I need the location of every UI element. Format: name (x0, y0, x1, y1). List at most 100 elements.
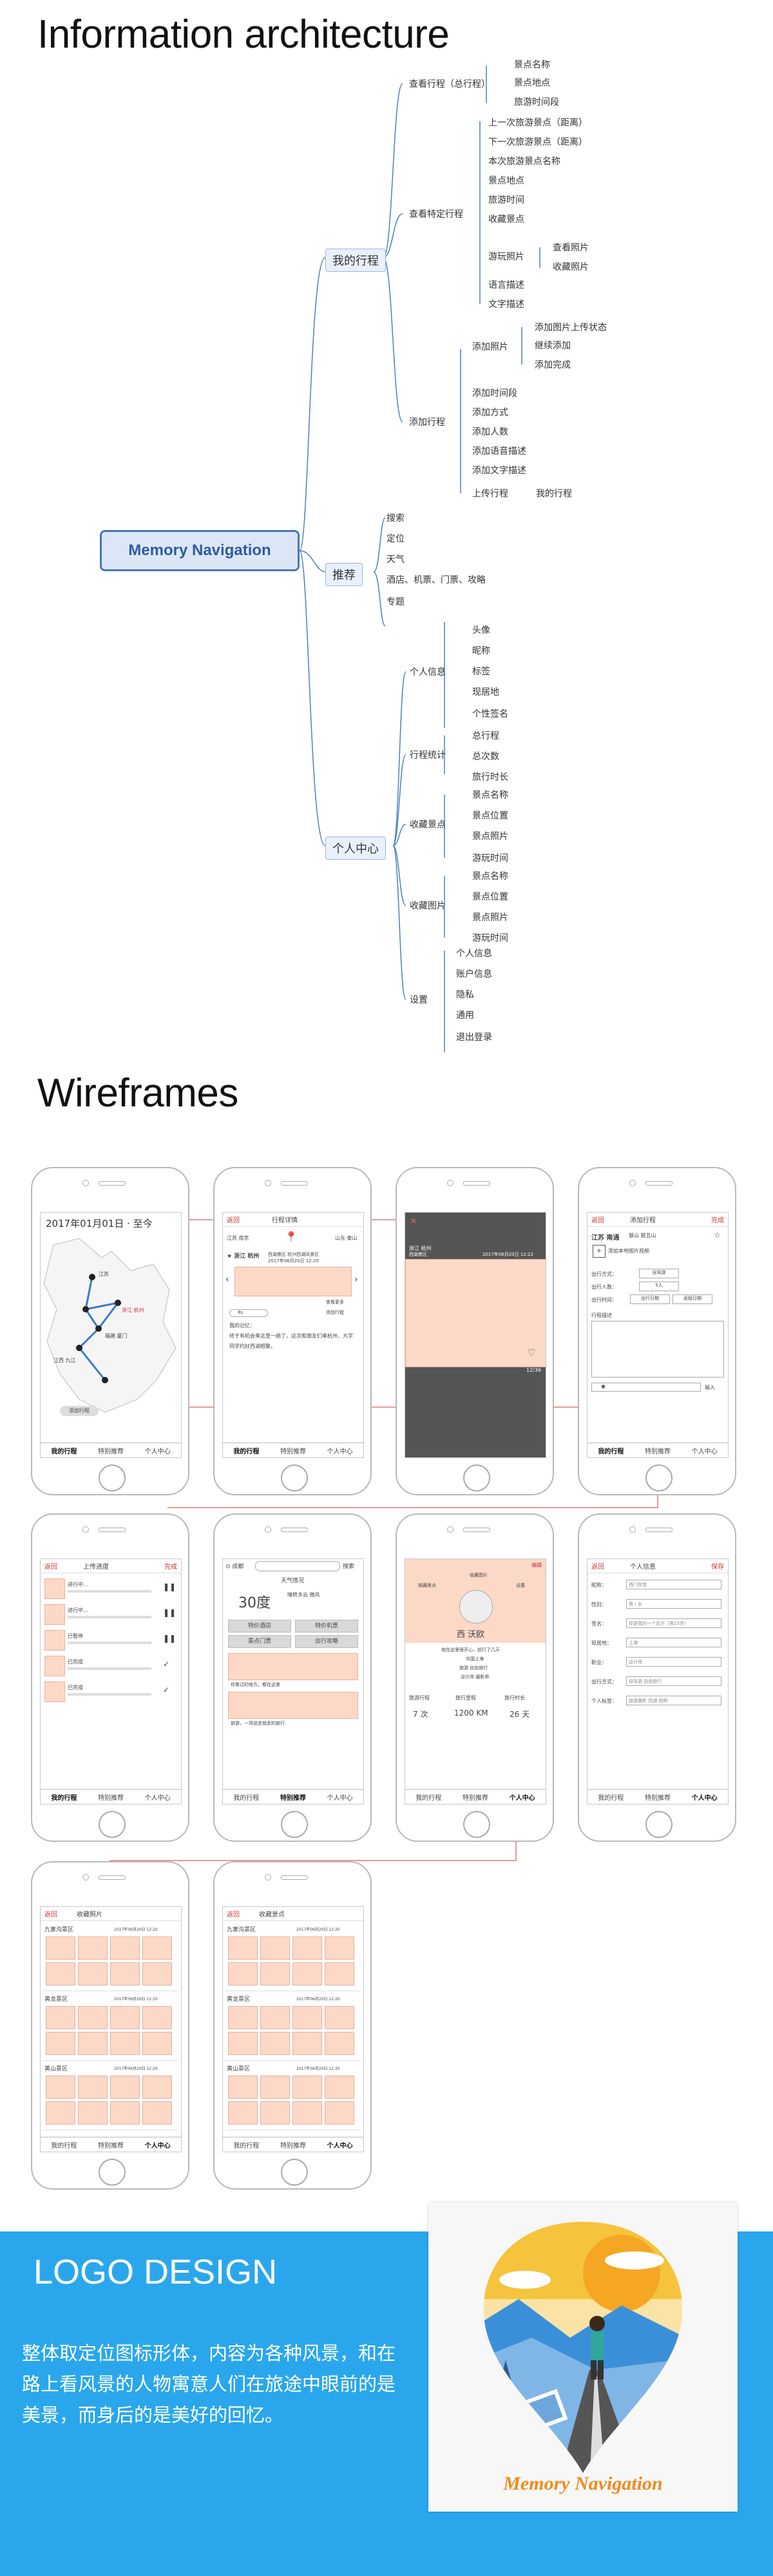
info-field-input[interactable]: 上海 (626, 1638, 721, 1647)
fav-thumbnail[interactable] (260, 2006, 290, 2029)
tab-recommend[interactable]: 特别推荐 (280, 1448, 306, 1455)
tab-personal[interactable]: 个人中心 (144, 2142, 171, 2150)
fav-thumbnail[interactable] (46, 1937, 75, 1960)
info-field-input[interactable]: 你是我的一个远方（限15字） (626, 1618, 721, 1628)
avatar[interactable] (459, 1590, 493, 1624)
fav-thumbnail[interactable] (78, 2006, 108, 2029)
info-field[interactable]: 昵称：西门吹雪 (591, 1578, 724, 1594)
tab-my-trips[interactable]: 我的行程 (233, 1448, 260, 1455)
hotel-button[interactable]: 特价酒店 (228, 1620, 291, 1633)
tab-personal[interactable]: 个人中心 (691, 1794, 718, 1802)
start-date-select[interactable]: 出行日期 (630, 1294, 670, 1304)
star-icon[interactable]: ★ (227, 1253, 233, 1260)
fav-thumbnail[interactable] (46, 2032, 75, 2055)
fav-thumbnail[interactable] (325, 2032, 354, 2055)
tab-my-trips[interactable]: 我的行程 (51, 2142, 77, 2150)
fav-thumbnail[interactable] (78, 1962, 108, 1985)
more-link[interactable]: 查看更多 (326, 1300, 344, 1305)
end-date-select[interactable]: 返程日期 (673, 1294, 712, 1304)
fav-thumbnail[interactable] (142, 2076, 172, 2099)
tab-recommend[interactable]: 特别推荐 (644, 1794, 671, 1802)
info-field-input[interactable]: 西门吹雪 (626, 1580, 721, 1589)
star-icon[interactable]: ☆ (714, 1231, 721, 1240)
save-button[interactable]: 保存 (711, 1564, 724, 1571)
tab-recommend[interactable]: 特别推荐 (280, 2142, 306, 2150)
fav-thumbnail[interactable] (260, 1962, 290, 1985)
fav-thumbnail[interactable] (228, 1937, 258, 1960)
fav-thumbnail[interactable] (110, 1937, 140, 1960)
done-button[interactable]: 完成 (164, 1564, 177, 1571)
tab-my-trips[interactable]: 我的行程 (415, 1794, 442, 1802)
upload-row[interactable]: 已完成✓ (44, 1681, 177, 1703)
pause-icon[interactable]: ❚❚ (163, 1608, 177, 1617)
tab-my-trips[interactable]: 我的行程 (51, 1448, 77, 1455)
transport-select[interactable]: 自驾游 (639, 1269, 679, 1278)
info-field[interactable]: 现居地：上海 (591, 1636, 724, 1652)
back-button[interactable]: 返回 (227, 1217, 240, 1224)
heart-icon[interactable]: ♡ (528, 1348, 536, 1358)
info-field[interactable]: 个人标签：旅游摄影 西湖 拍照 (591, 1694, 724, 1710)
guide-button[interactable]: 出行攻略 (295, 1635, 358, 1648)
chevron-left-icon[interactable]: ‹ (225, 1274, 229, 1285)
fav-thumbnail[interactable] (292, 2101, 322, 2125)
fav-thumbnail[interactable] (325, 1962, 354, 1985)
info-field[interactable]: 出行方式：自驾游 自由旅行 (591, 1675, 724, 1690)
profile-menu-item[interactable]: 收藏景点 (418, 1583, 436, 1588)
profile-menu-item[interactable]: 设置 (516, 1583, 525, 1588)
pause-icon[interactable]: ❚❚ (163, 1582, 177, 1591)
fav-thumbnail[interactable] (46, 2101, 75, 2125)
tab-personal[interactable]: 个人中心 (691, 1448, 718, 1455)
fav-thumbnail[interactable] (142, 1937, 172, 1960)
fav-thumbnail[interactable] (260, 2032, 290, 2055)
check-icon[interactable]: ✓ (163, 1685, 170, 1694)
info-field[interactable]: 签名：你是我的一个远方（限15字） (591, 1617, 724, 1633)
input-button[interactable]: 输入 (705, 1385, 715, 1390)
tab-recommend[interactable]: 特别推荐 (97, 2142, 124, 2150)
upload-row[interactable]: 进行中...❚❚ (44, 1604, 177, 1626)
tab-personal[interactable]: 个人中心 (144, 1448, 171, 1455)
fav-thumbnail[interactable] (110, 2032, 140, 2055)
fav-thumbnail[interactable] (110, 1962, 140, 1985)
voice-note[interactable]: 8s (229, 1309, 268, 1317)
fav-thumbnail[interactable] (142, 2006, 172, 2029)
info-field-input[interactable]: 设计师 (626, 1657, 721, 1667)
tab-my-trips[interactable]: 我的行程 (598, 1794, 624, 1802)
tab-personal[interactable]: 个人中心 (144, 1794, 171, 1802)
photo-image[interactable] (405, 1259, 546, 1367)
info-field-input[interactable]: 自驾游 自由旅行 (626, 1676, 721, 1686)
photo-carousel[interactable] (234, 1267, 352, 1296)
info-field-input[interactable]: 男 / 女 (626, 1599, 721, 1609)
fav-thumbnail[interactable] (292, 1937, 322, 1960)
info-field[interactable]: 职业：设计师 (591, 1656, 724, 1671)
desc-textarea[interactable] (591, 1321, 724, 1378)
fav-thumbnail[interactable] (46, 2006, 75, 2029)
tab-recommend[interactable]: 特别推荐 (644, 1448, 671, 1455)
topic-banner[interactable] (228, 1653, 358, 1680)
fav-thumbnail[interactable] (78, 2076, 108, 2099)
trip-map[interactable] (41, 1232, 181, 1438)
fav-thumbnail[interactable] (228, 2076, 258, 2099)
fav-thumbnail[interactable] (110, 2076, 140, 2099)
fav-thumbnail[interactable] (228, 1962, 258, 1985)
fav-thumbnail[interactable] (228, 2101, 258, 2125)
fav-thumbnail[interactable] (292, 2032, 322, 2055)
back-button[interactable]: 返回 (227, 1911, 240, 1918)
fav-thumbnail[interactable] (325, 2076, 354, 2099)
profile-menu-item[interactable]: 收藏图片 (470, 1573, 488, 1578)
fav-thumbnail[interactable] (260, 2076, 290, 2099)
chevron-right-icon[interactable]: › (354, 1274, 358, 1285)
tab-recommend[interactable]: 特别推荐 (97, 1448, 124, 1455)
fav-thumbnail[interactable] (78, 2101, 108, 2125)
fav-thumbnail[interactable] (78, 1937, 108, 1960)
ticket-button[interactable]: 景点门票 (228, 1635, 291, 1648)
fav-thumbnail[interactable] (110, 2006, 140, 2029)
fav-thumbnail[interactable] (110, 2101, 140, 2125)
fav-thumbnail[interactable] (142, 2032, 172, 2055)
fav-thumbnail[interactable] (46, 1962, 75, 1985)
close-icon[interactable]: ✕ (410, 1217, 417, 1226)
